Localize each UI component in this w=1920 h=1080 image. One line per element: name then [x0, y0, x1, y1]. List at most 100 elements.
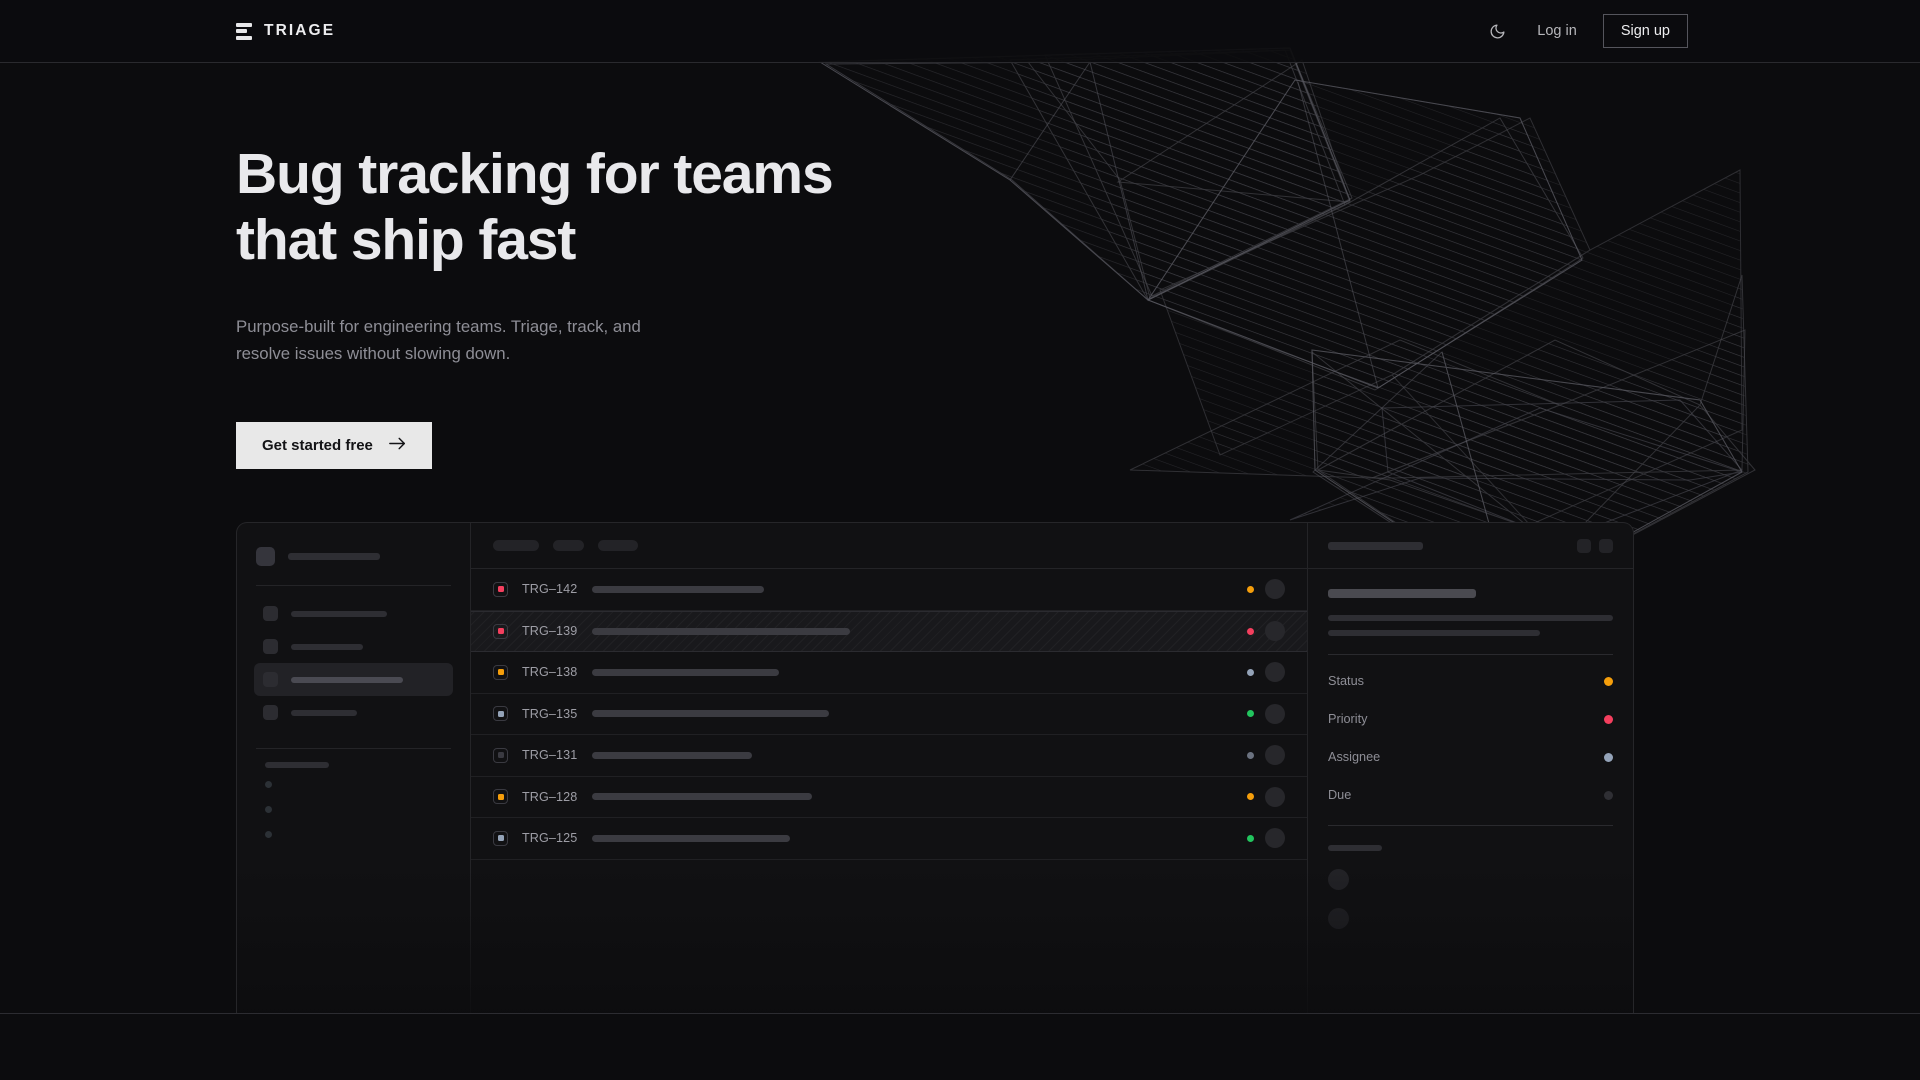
get-started-button[interactable]: Get started free	[236, 422, 432, 469]
detail-summary-placeholder	[1328, 589, 1476, 598]
meta-row-due[interactable]: Due	[1328, 769, 1613, 807]
avatar[interactable]	[1265, 745, 1285, 765]
issue-title-placeholder	[592, 586, 764, 593]
priority-badge[interactable]	[493, 665, 508, 680]
sidebar-item-1[interactable]	[254, 630, 453, 663]
mockup-sidebar	[237, 523, 471, 1014]
issue-id: TRG–139	[522, 624, 578, 638]
priority-badge[interactable]	[493, 831, 508, 846]
priority-badge[interactable]	[493, 748, 508, 763]
hero-subtitle: Purpose-built for engineering teams. Tri…	[236, 313, 706, 367]
avatar[interactable]	[1265, 787, 1285, 807]
table-row[interactable]: TRG–135	[471, 694, 1307, 736]
workspace-avatar	[256, 547, 275, 566]
row-meta	[1247, 787, 1285, 807]
row-meta	[1247, 745, 1285, 765]
detail-header-button-0[interactable]	[1577, 539, 1591, 553]
issue-detail-panel: StatusPriorityAssigneeDue	[1308, 523, 1633, 1014]
sidebar-mini-item-2[interactable]	[256, 822, 451, 847]
avatar[interactable]	[1265, 704, 1285, 724]
meta-value-dot	[1604, 791, 1613, 800]
app-preview-mockup: TRG–142TRG–139TRG–138TRG–135TRG–131TRG–1…	[236, 522, 1634, 1014]
sidebar-section	[254, 762, 453, 847]
sidebar-item-3[interactable]	[254, 696, 453, 729]
meta-row-priority[interactable]: Priority	[1328, 693, 1613, 731]
issue-id: TRG–142	[522, 582, 578, 596]
table-row[interactable]: TRG–131	[471, 735, 1307, 777]
activity-avatars	[1328, 869, 1613, 929]
table-row[interactable]: TRG–138	[471, 652, 1307, 694]
status-badge[interactable]	[1247, 586, 1254, 593]
priority-badge[interactable]	[493, 789, 508, 804]
signup-button[interactable]: Sign up	[1603, 14, 1688, 48]
detail-header-button-1[interactable]	[1599, 539, 1613, 553]
sidebar-nav-list	[254, 586, 453, 729]
detail-meta-list: StatusPriorityAssigneeDue	[1328, 655, 1613, 807]
status-badge[interactable]	[1247, 752, 1254, 759]
issue-title-placeholder	[592, 835, 790, 842]
row-meta	[1247, 828, 1285, 848]
sidebar-mini-item-0[interactable]	[256, 772, 451, 797]
status-badge[interactable]	[1247, 669, 1254, 676]
table-row[interactable]: TRG–142	[471, 569, 1307, 611]
status-badge[interactable]	[1247, 710, 1254, 717]
get-started-label: Get started free	[262, 437, 373, 454]
meta-value-dot	[1604, 753, 1613, 762]
arrow-right-icon	[389, 437, 406, 454]
table-row[interactable]: TRG–128	[471, 777, 1307, 819]
moon-icon[interactable]	[1483, 17, 1511, 45]
activity-avatar-1[interactable]	[1328, 908, 1349, 929]
sidebar-item-2[interactable]	[254, 663, 453, 696]
nav-actions: Log in Sign up	[1483, 14, 1688, 48]
priority-badge[interactable]	[493, 624, 508, 639]
status-badge[interactable]	[1247, 628, 1254, 635]
section-divider	[0, 1013, 1920, 1014]
detail-description-line-0	[1328, 615, 1613, 621]
issue-id: TRG–131	[522, 748, 578, 762]
meta-label: Due	[1328, 788, 1351, 802]
workspace-name-placeholder	[288, 553, 380, 560]
filter-chip-1[interactable]	[553, 540, 584, 551]
detail-header-buttons	[1577, 539, 1613, 553]
sidebar-mini-list	[256, 772, 451, 847]
sidebar-item-label	[291, 677, 403, 683]
sidebar-item-icon	[263, 705, 278, 720]
sidebar-item-icon	[263, 672, 278, 687]
issue-title-placeholder	[592, 628, 850, 635]
status-badge[interactable]	[1247, 793, 1254, 800]
activity-avatar-0[interactable]	[1328, 869, 1349, 890]
filter-chip-0[interactable]	[493, 540, 539, 551]
sidebar-section-label-placeholder	[265, 762, 329, 768]
priority-badge[interactable]	[493, 582, 508, 597]
top-navigation-bar: TRIAGE Log in Sign up	[0, 0, 1920, 63]
workspace-switcher[interactable]	[254, 545, 453, 566]
hero-section: Bug tracking for teams that ship fast Pu…	[0, 63, 1920, 469]
detail-description-line-1	[1328, 630, 1540, 636]
issue-rows: TRG–142TRG–139TRG–138TRG–135TRG–131TRG–1…	[471, 569, 1307, 860]
avatar[interactable]	[1265, 662, 1285, 682]
stacked-bars-icon	[236, 23, 252, 40]
meta-row-assignee[interactable]: Assignee	[1328, 731, 1613, 769]
meta-row-status[interactable]: Status	[1328, 655, 1613, 693]
avatar[interactable]	[1265, 828, 1285, 848]
filter-chip-2[interactable]	[598, 540, 638, 551]
issue-title-placeholder	[592, 752, 752, 759]
detail-title-placeholder	[1328, 542, 1423, 550]
brand-logo[interactable]: TRIAGE	[236, 22, 335, 40]
avatar[interactable]	[1265, 579, 1285, 599]
sidebar-item-0[interactable]	[254, 597, 453, 630]
priority-badge[interactable]	[493, 706, 508, 721]
meta-label: Priority	[1328, 712, 1367, 726]
avatar[interactable]	[1265, 621, 1285, 641]
sidebar-item-icon	[263, 606, 278, 621]
table-row[interactable]: TRG–139	[471, 611, 1307, 653]
table-row[interactable]: TRG–125	[471, 818, 1307, 860]
hero-subtitle-line-1: Purpose-built for engineering teams. Tri…	[236, 317, 641, 336]
issue-title-placeholder	[592, 710, 829, 717]
sidebar-mini-item-1[interactable]	[256, 797, 451, 822]
issue-id: TRG–125	[522, 831, 578, 845]
meta-value-dot	[1604, 715, 1613, 724]
status-badge[interactable]	[1247, 835, 1254, 842]
login-link[interactable]: Log in	[1535, 19, 1579, 43]
